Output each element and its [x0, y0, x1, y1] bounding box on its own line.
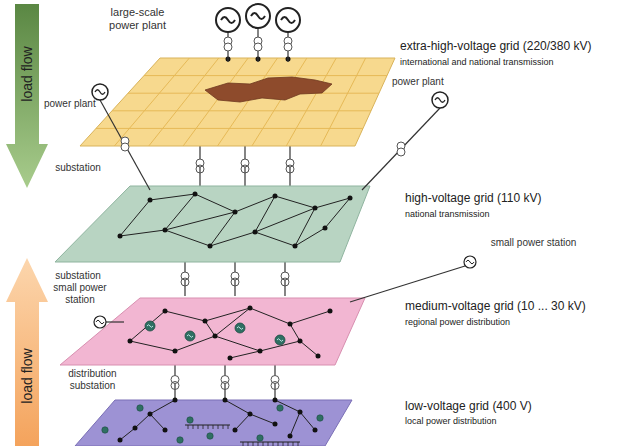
part-label: small power station: [48, 282, 112, 306]
plane-outline: [0, 186, 641, 262]
part-label: small power station: [486, 237, 581, 249]
part-label: power plant: [392, 76, 444, 88]
consumer-dot: [102, 405, 323, 443]
load-flow-arrow: load flow: [6, 258, 48, 446]
map-grid: [96, 58, 387, 146]
grid-network: [128, 306, 333, 361]
transformer-symbol: [181, 272, 189, 286]
grid-title: extra-high-voltage grid (220/380 kV): [400, 40, 591, 54]
arrow-shape: [6, 258, 48, 446]
transformer-symbol: [241, 159, 249, 173]
grid-subtitle: national transmission: [405, 209, 490, 219]
grid-plane: [60, 298, 365, 365]
transformer-symbol: [121, 37, 405, 156]
load-flow-arrow: load flow: [6, 4, 48, 188]
feed-lines: [100, 28, 465, 322]
part-label: large-scale power plant: [100, 6, 175, 32]
small-generator: [145, 321, 285, 345]
busbar: [185, 425, 300, 446]
part-label: distribution substation: [55, 368, 130, 392]
part-label: substation: [48, 162, 108, 174]
grid-subtitle: local power distribution: [405, 416, 497, 426]
arrow-shape: [6, 4, 48, 188]
grid-plane: [75, 400, 352, 446]
high-voltage-plane: high-voltage grid (110 kV) national trans…: [0, 186, 641, 262]
generator-symbol: [92, 4, 476, 328]
grid-title: low-voltage grid (400 V): [405, 400, 532, 414]
grid-title: high-voltage grid (110 kV): [405, 192, 542, 206]
transformer-symbol: [231, 272, 239, 286]
grid-network: [118, 398, 318, 443]
arrow-label: load flow: [19, 46, 35, 101]
grid-title: medium-voltage grid (10 ... 30 kV): [405, 300, 586, 314]
transformer-symbol: [196, 159, 204, 173]
grid-plane: [55, 186, 370, 262]
transformer-symbol: [271, 376, 279, 390]
grid-subtitle: international and national transmission: [400, 57, 554, 67]
plane-outline: [0, 400, 641, 446]
grid-subtitle: regional power distribution: [405, 317, 510, 327]
country-map: [205, 77, 332, 102]
part-label: substation: [48, 270, 108, 282]
transformer-symbol: [171, 376, 179, 390]
low-voltage-plane: low-voltage grid (400 V) local power dist…: [0, 400, 641, 446]
grid-plane: [80, 58, 395, 146]
medium-voltage-plane: medium-voltage grid (10 ... 30 kV) region…: [0, 296, 641, 365]
transformer-symbol: [286, 159, 294, 173]
part-label: power plant: [44, 98, 96, 110]
transformer-symbol: [221, 376, 229, 390]
grid-network: [118, 192, 353, 249]
transformer-symbol: [281, 272, 289, 286]
arrow-label: load flow: [19, 348, 35, 403]
